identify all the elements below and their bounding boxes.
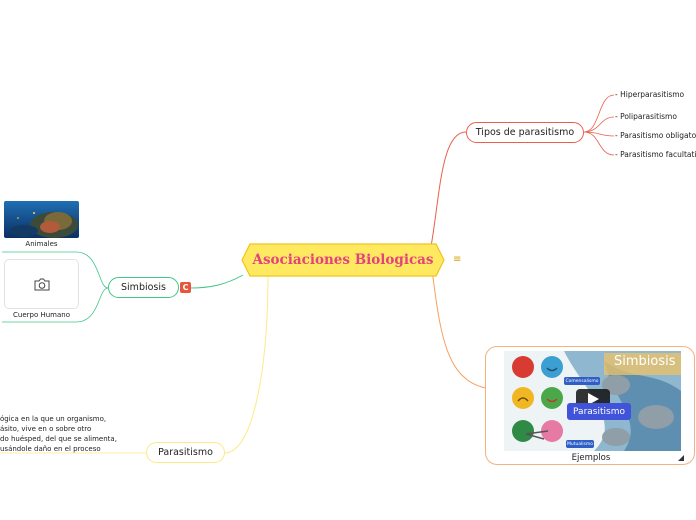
tag-mutualismo: Mutualismo	[566, 440, 594, 448]
subtopic-parasitismo-facultativo[interactable]: - Parasitismo facultativo	[615, 150, 696, 159]
parasitismo-note-line-2: ásito, vive en o sobre otro	[0, 424, 91, 434]
animales-caption: Animales	[4, 240, 79, 248]
animales-image[interactable]	[4, 201, 79, 238]
subtopic-parasitismo-obligatorio[interactable]: - Parasitismo obligatorio	[615, 131, 696, 140]
cuerpo-humano-image[interactable]	[4, 259, 79, 309]
camera-icon	[33, 277, 51, 292]
link-ejemplos	[432, 270, 486, 388]
ejemplos-label: Ejemplos	[486, 453, 695, 463]
subtopic-poliparasitismo[interactable]: - Poliparasitismo	[615, 112, 677, 121]
ejemplos-video-card[interactable]: Simbiosis Comensalismo Parasitismo Mutua…	[485, 346, 695, 465]
topic-simbiosis[interactable]: Simbiosis	[108, 277, 179, 298]
link-tipos-items	[584, 95, 614, 132]
topic-tipos-parasitismo[interactable]: Tipos de parasitismo	[466, 122, 584, 143]
slide-title: Simbiosis	[614, 354, 676, 369]
link-parasitismo	[225, 276, 268, 453]
menu-icon[interactable]: ≡	[453, 254, 461, 265]
link-tipos	[430, 132, 466, 252]
parasitismo-note-line-3: do huésped, del que se alimenta,	[0, 434, 117, 444]
comment-badge[interactable]: C	[180, 282, 191, 293]
coral-reef-photo	[4, 201, 79, 238]
central-topic-title[interactable]: Asociaciones Biologicas	[236, 244, 450, 276]
topic-parasitismo[interactable]: Parasitismo	[146, 442, 225, 463]
tag-parasitismo: Parasitismo	[567, 403, 631, 420]
parasitismo-note-line-4: usándole daño en el proceso	[0, 444, 101, 454]
subtopic-hiperparasitismo[interactable]: - Hiperparasitismo	[615, 90, 684, 99]
parasitismo-note-line-1: ógica en la que un organismo,	[0, 414, 106, 424]
video-thumbnail[interactable]: Simbiosis Comensalismo Parasitismo Mutua…	[504, 351, 681, 451]
resize-handle-icon[interactable]	[678, 455, 684, 461]
tag-comensalismo: Comensalismo	[564, 377, 600, 385]
cuerpo-humano-caption: Cuerpo Humano	[4, 311, 79, 319]
